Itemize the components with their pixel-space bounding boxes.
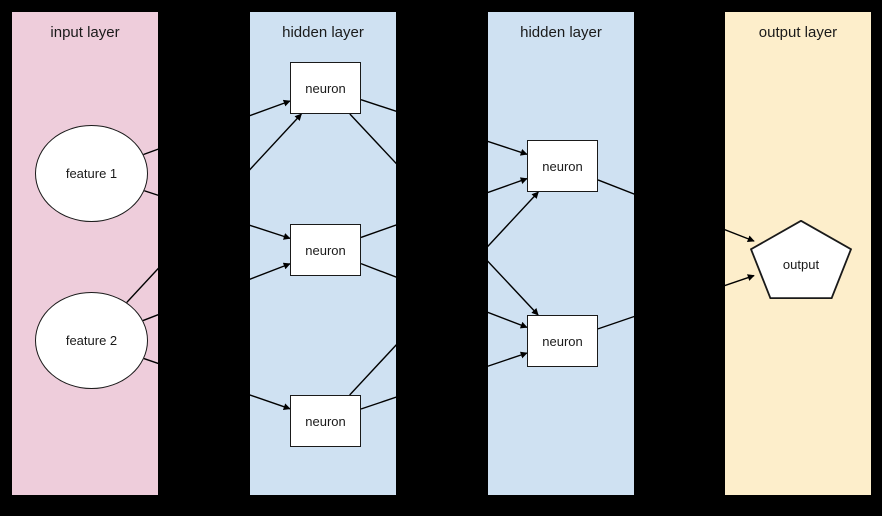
node-h1-neuron-3[interactable]: neuron bbox=[290, 395, 361, 447]
layer-title-hidden-2: hidden layer bbox=[520, 24, 602, 41]
node-label-feature-2: feature 2 bbox=[65, 333, 118, 348]
node-label-feature-1: feature 1 bbox=[65, 166, 118, 181]
node-label-h2-neuron-2: neuron bbox=[542, 333, 583, 349]
layer-title-output: output layer bbox=[758, 24, 838, 41]
node-label-h1-neuron-3: neuron bbox=[305, 413, 346, 429]
node-h2-neuron-1[interactable]: neuron bbox=[527, 140, 598, 192]
node-feature-2[interactable]: feature 2 bbox=[35, 292, 148, 389]
layer-panel-input bbox=[12, 12, 158, 495]
node-label-output-node: output bbox=[782, 257, 820, 272]
node-feature-1[interactable]: feature 1 bbox=[35, 125, 148, 222]
node-label-h1-neuron-1: neuron bbox=[305, 80, 346, 96]
node-label-h1-neuron-2: neuron bbox=[305, 242, 346, 258]
node-h1-neuron-2[interactable]: neuron bbox=[290, 224, 361, 276]
layer-title-input: input layer bbox=[50, 24, 120, 41]
layer-panel-hidden-2 bbox=[488, 12, 634, 495]
node-label-h2-neuron-1: neuron bbox=[542, 158, 583, 174]
node-output-node[interactable]: output bbox=[750, 220, 852, 299]
node-h1-neuron-1[interactable]: neuron bbox=[290, 62, 361, 114]
layer-title-hidden-1: hidden layer bbox=[282, 24, 364, 41]
pentagon-shape bbox=[750, 220, 852, 299]
node-h2-neuron-2[interactable]: neuron bbox=[527, 315, 598, 367]
